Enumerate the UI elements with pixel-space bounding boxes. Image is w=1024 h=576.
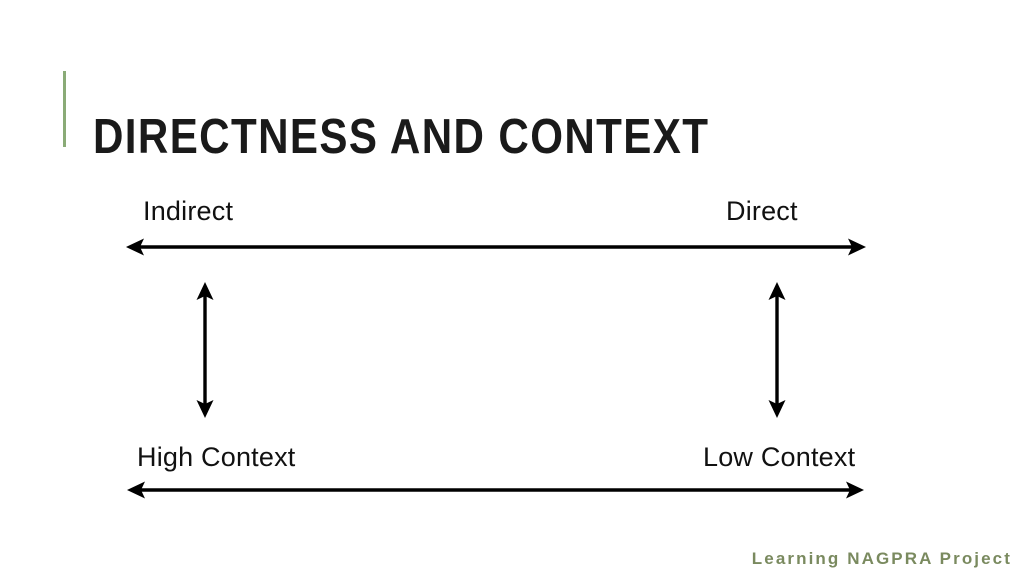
direct-to-low-context-arrow-icon — [768, 282, 786, 418]
context-axis-arrow-icon — [127, 481, 864, 499]
label-high-context: High Context — [137, 442, 296, 472]
page-title: DIRECTNESS AND CONTEXT — [93, 109, 710, 164]
footer-brand: Learning NAGPRA Project — [751, 549, 1012, 568]
title-accent-bar — [63, 71, 66, 147]
label-indirect: Indirect — [143, 196, 234, 226]
label-low-context: Low Context — [703, 442, 856, 472]
label-direct: Direct — [726, 196, 798, 226]
directness-axis-arrow-icon — [126, 238, 866, 256]
indirect-to-high-context-arrow-icon — [196, 282, 214, 418]
